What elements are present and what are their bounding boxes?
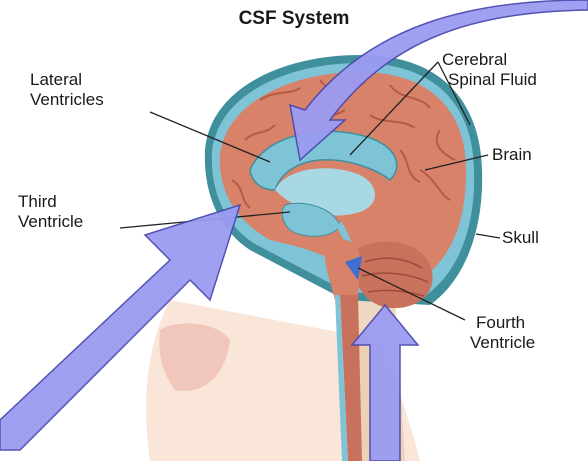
- label-lateral-ventricles: Lateral Ventricles: [30, 70, 104, 110]
- label-third-ventricle: Third Ventricle: [18, 192, 83, 232]
- diagram-title: CSF System: [0, 8, 588, 30]
- label-fourth-ventricle: Fourth Ventricle: [470, 313, 535, 353]
- label-brain: Brain: [492, 145, 532, 165]
- label-skull: Skull: [502, 228, 539, 248]
- label-cerebral-spinal-fluid: Cerebral Spinal Fluid: [442, 50, 537, 90]
